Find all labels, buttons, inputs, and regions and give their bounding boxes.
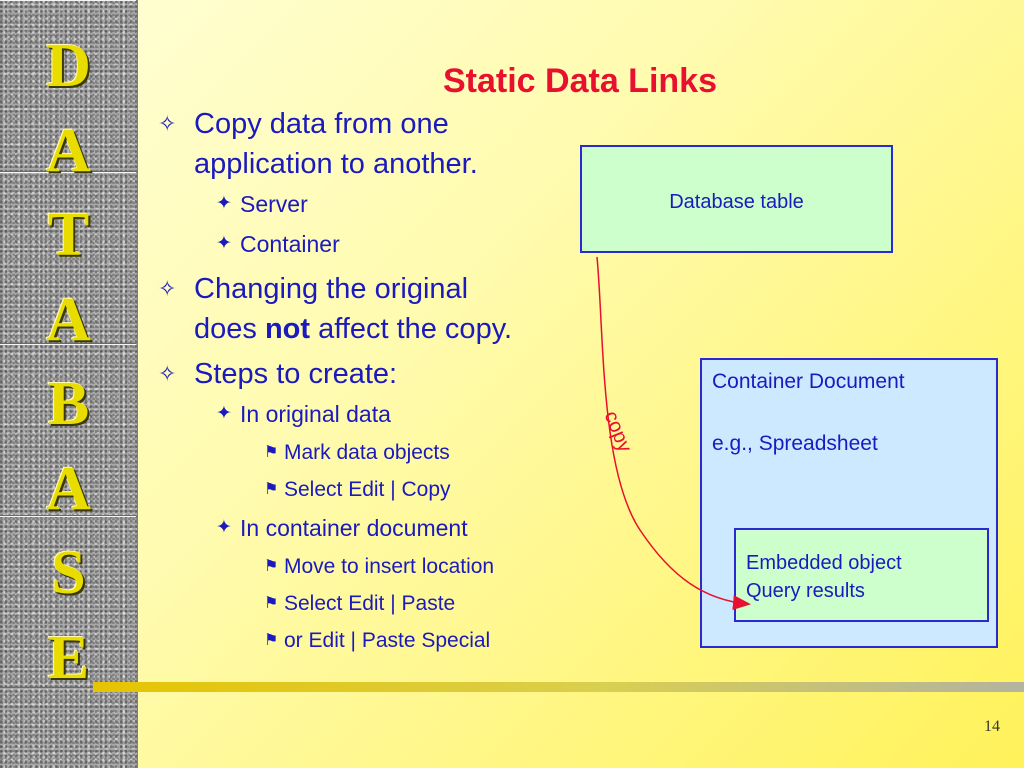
slide-title: Static Data Links	[443, 62, 717, 100]
bullet-level1: ✧ Changing the original does not affect …	[158, 269, 512, 349]
container-example-label: e.g., Spreadsheet	[712, 432, 878, 455]
query-results-label: Query results	[746, 580, 865, 602]
diamond-star-icon: ✧	[158, 276, 177, 301]
embedded-object-label: Embedded object	[746, 552, 902, 574]
four-point-star-icon: ✦	[216, 193, 232, 214]
page-number: 14	[984, 718, 1000, 735]
diamond-star-icon: ✧	[158, 111, 177, 136]
strip-letter: B	[47, 370, 90, 438]
strip-letter: A	[46, 285, 91, 354]
bullet-level3: ⚑ Select Edit | Paste	[158, 585, 512, 622]
bullet-level3: ⚑ Move to insert location	[158, 548, 512, 585]
four-point-star-icon: ✦	[216, 233, 232, 254]
flag-icon: ⚑	[264, 481, 279, 498]
diamond-star-icon: ✧	[158, 361, 177, 386]
strip-letter: A	[46, 454, 91, 523]
flag-icon: ⚑	[264, 444, 279, 461]
bullet-level2: ✦ In original data	[158, 394, 512, 434]
strip-letter: S	[51, 539, 86, 607]
vertical-database-title: D A T A B A S E	[0, 24, 137, 700]
bullet-level3: ⚑ Mark data objects	[158, 434, 512, 471]
bullet-level2: ✦ Container	[158, 224, 512, 264]
four-point-star-icon: ✦	[216, 517, 232, 538]
bullet-level1: ✧ Steps to create:	[158, 354, 512, 394]
bullet-list: ✧ Copy data from one application to anot…	[158, 104, 512, 659]
database-table-box: Database table	[580, 145, 893, 253]
strip-letter: T	[47, 201, 90, 269]
copy-arrow-label: copy	[599, 408, 636, 456]
bullet-level2: ✦ Server	[158, 184, 512, 224]
strip-segment	[0, 344, 136, 516]
container-document-label: Container Document	[712, 370, 905, 393]
footer-divider	[93, 682, 1024, 692]
bullet-level1: ✧ Copy data from one application to anot…	[158, 104, 512, 184]
database-table-label: Database table	[669, 191, 804, 213]
bullet-level3: ⚑ Select Edit | Copy	[158, 471, 512, 508]
flag-icon: ⚑	[264, 558, 279, 575]
strip-letter: D	[46, 32, 91, 100]
strip-segment	[0, 172, 136, 344]
decorative-side-strip: D A T A B A S E	[0, 0, 138, 768]
strip-segment	[0, 516, 136, 688]
flag-icon: ⚑	[264, 595, 279, 612]
flag-icon: ⚑	[264, 632, 279, 649]
emphasis-text: not	[264, 313, 311, 345]
strip-letter: A	[46, 116, 91, 185]
four-point-star-icon: ✦	[216, 403, 232, 424]
strip-segment	[0, 0, 136, 172]
strip-letter: E	[47, 623, 90, 692]
embedded-object-box: Embedded object Query results	[734, 528, 989, 622]
bullet-level3: ⚑ or Edit | Paste Special	[158, 622, 512, 659]
bullet-level2: ✦ In container document	[158, 508, 512, 548]
